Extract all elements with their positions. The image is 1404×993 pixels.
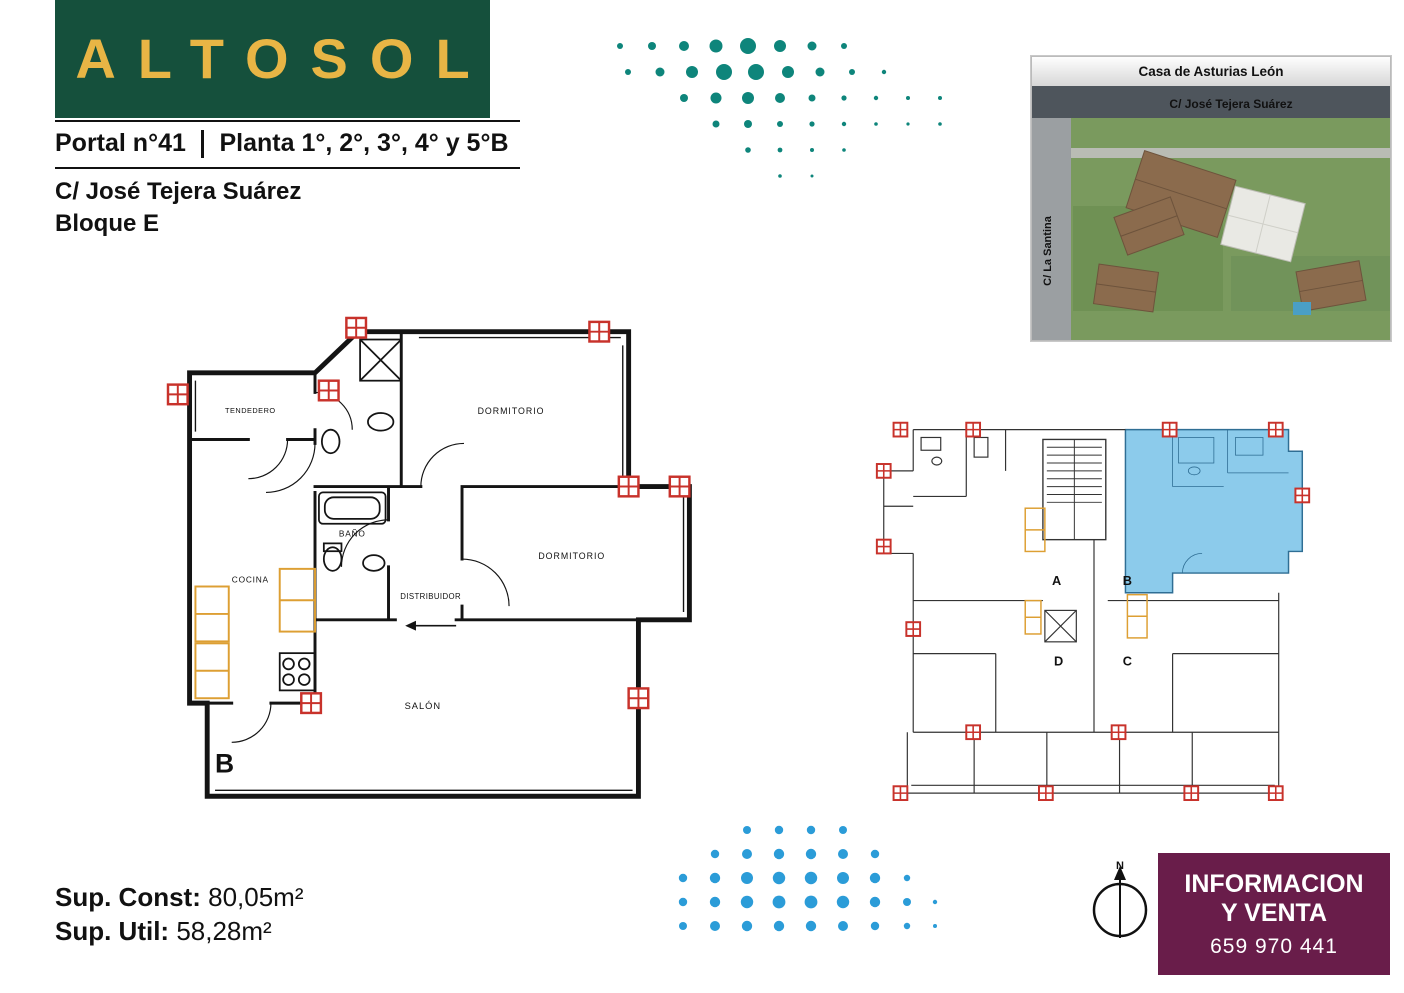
area-const-line: Sup. Const: 80,05m²: [55, 880, 304, 914]
aerial-street-left-label: C/ La Santina: [1042, 215, 1054, 286]
road-left: [1031, 86, 1071, 341]
area-const-label: Sup. Const:: [55, 882, 201, 912]
block-label: Bloque E: [55, 210, 160, 237]
bathtub: [318, 491, 387, 525]
street-label: C/ José Tejera Suárez: [55, 178, 302, 205]
door-arcs: [231, 391, 510, 743]
building-structure: [883, 429, 1280, 794]
areas-block: Sup. Const: 80,05m² Sup. Util: 58,28m²: [55, 880, 304, 948]
planta-label: Planta 1°, 2°, 3°, 4° y 5°B: [219, 129, 509, 157]
compass-icon: N: [1092, 860, 1148, 938]
stove: [278, 652, 316, 692]
stair-core: [1042, 438, 1107, 541]
pool: [1293, 302, 1311, 315]
logo-text: ALTOSOL: [75, 27, 492, 90]
shower: [359, 338, 403, 382]
interior-walls: [188, 330, 640, 705]
aerial-photo: C/ José Tejera Suárez C/ La Santina: [1031, 86, 1391, 341]
kitchen-furniture: [194, 567, 316, 700]
toilet-1: [320, 428, 341, 455]
window-glazing: [194, 336, 685, 792]
unit-floorplan: TENDEDERO DORMITORIO DORMITORIO BAÑO COC…: [166, 316, 692, 799]
building-white: [1220, 185, 1306, 263]
overview-unit-a: A: [1052, 573, 1061, 588]
area-const-value: 80,05m²: [208, 882, 304, 912]
path-strip: [1071, 148, 1391, 158]
aerial-header-band: [1031, 56, 1391, 86]
portal-divider: [201, 129, 204, 158]
overview-furniture: [1024, 507, 1148, 639]
building-south-east: [1295, 260, 1367, 312]
aerial-title: Casa de Asturias León: [1138, 64, 1283, 79]
room-label-distribuidor: DISTRIBUIDOR: [400, 592, 461, 601]
unit-letter-label: B: [215, 749, 234, 779]
area-util-line: Sup. Util: 58,28m²: [55, 914, 304, 948]
teal-dots-pattern: [617, 38, 942, 178]
toilet-2: [322, 546, 343, 572]
building-wing: [1113, 196, 1185, 256]
road-top: [1031, 86, 1391, 118]
washbasin: [367, 412, 395, 432]
info-line-2: Y VENTA: [1220, 898, 1328, 927]
outer-walls: [187, 329, 692, 799]
aerial-photo-card: Casa de Asturias León: [1030, 55, 1392, 342]
info-venta-box: INFORMACION Y VENTA 659 970 441: [1158, 853, 1390, 975]
room-label-salon: SALÓN: [405, 701, 441, 711]
blue-dots-pattern: [678, 825, 938, 932]
highlighted-unit-b: [1124, 428, 1304, 594]
entrance-arrow: [405, 620, 457, 631]
elevator: [1044, 609, 1077, 643]
compass-north-label: N: [1116, 860, 1124, 872]
bath-fixtures: [318, 338, 403, 572]
room-label-bano: BAÑO: [339, 529, 366, 539]
area-util-value: 58,28m²: [176, 916, 272, 946]
building-overview-plan: A B C D: [875, 421, 1311, 801]
room-label-dormitorio-1: DORMITORIO: [478, 406, 545, 416]
room-label-tendedero: TENDEDERO: [225, 406, 276, 415]
room-label-dormitorio-2: DORMITORIO: [538, 551, 605, 561]
aerial-street-top-label: C/ José Tejera Suárez: [1169, 97, 1292, 111]
overview-unit-b: B: [1123, 573, 1132, 588]
sink: [362, 554, 386, 572]
portal-row: Portal n°41 Planta 1°, 2°, 3°, 4° y 5°B: [55, 120, 520, 169]
sales-phone-number: 659 970 441: [1210, 934, 1338, 958]
info-line-1: INFORMACION: [1184, 869, 1364, 898]
portal-label: Portal n°41: [55, 129, 186, 157]
area-util-label: Sup. Util:: [55, 916, 170, 946]
room-label-cocina: COCINA: [232, 575, 269, 585]
overview-unit-d: D: [1054, 653, 1063, 668]
overview-unit-c: C: [1123, 653, 1132, 668]
building-south-west: [1092, 263, 1160, 313]
highlighted-unit-detail: [1172, 429, 1289, 574]
altosol-logo: ALTOSOL: [55, 0, 490, 118]
